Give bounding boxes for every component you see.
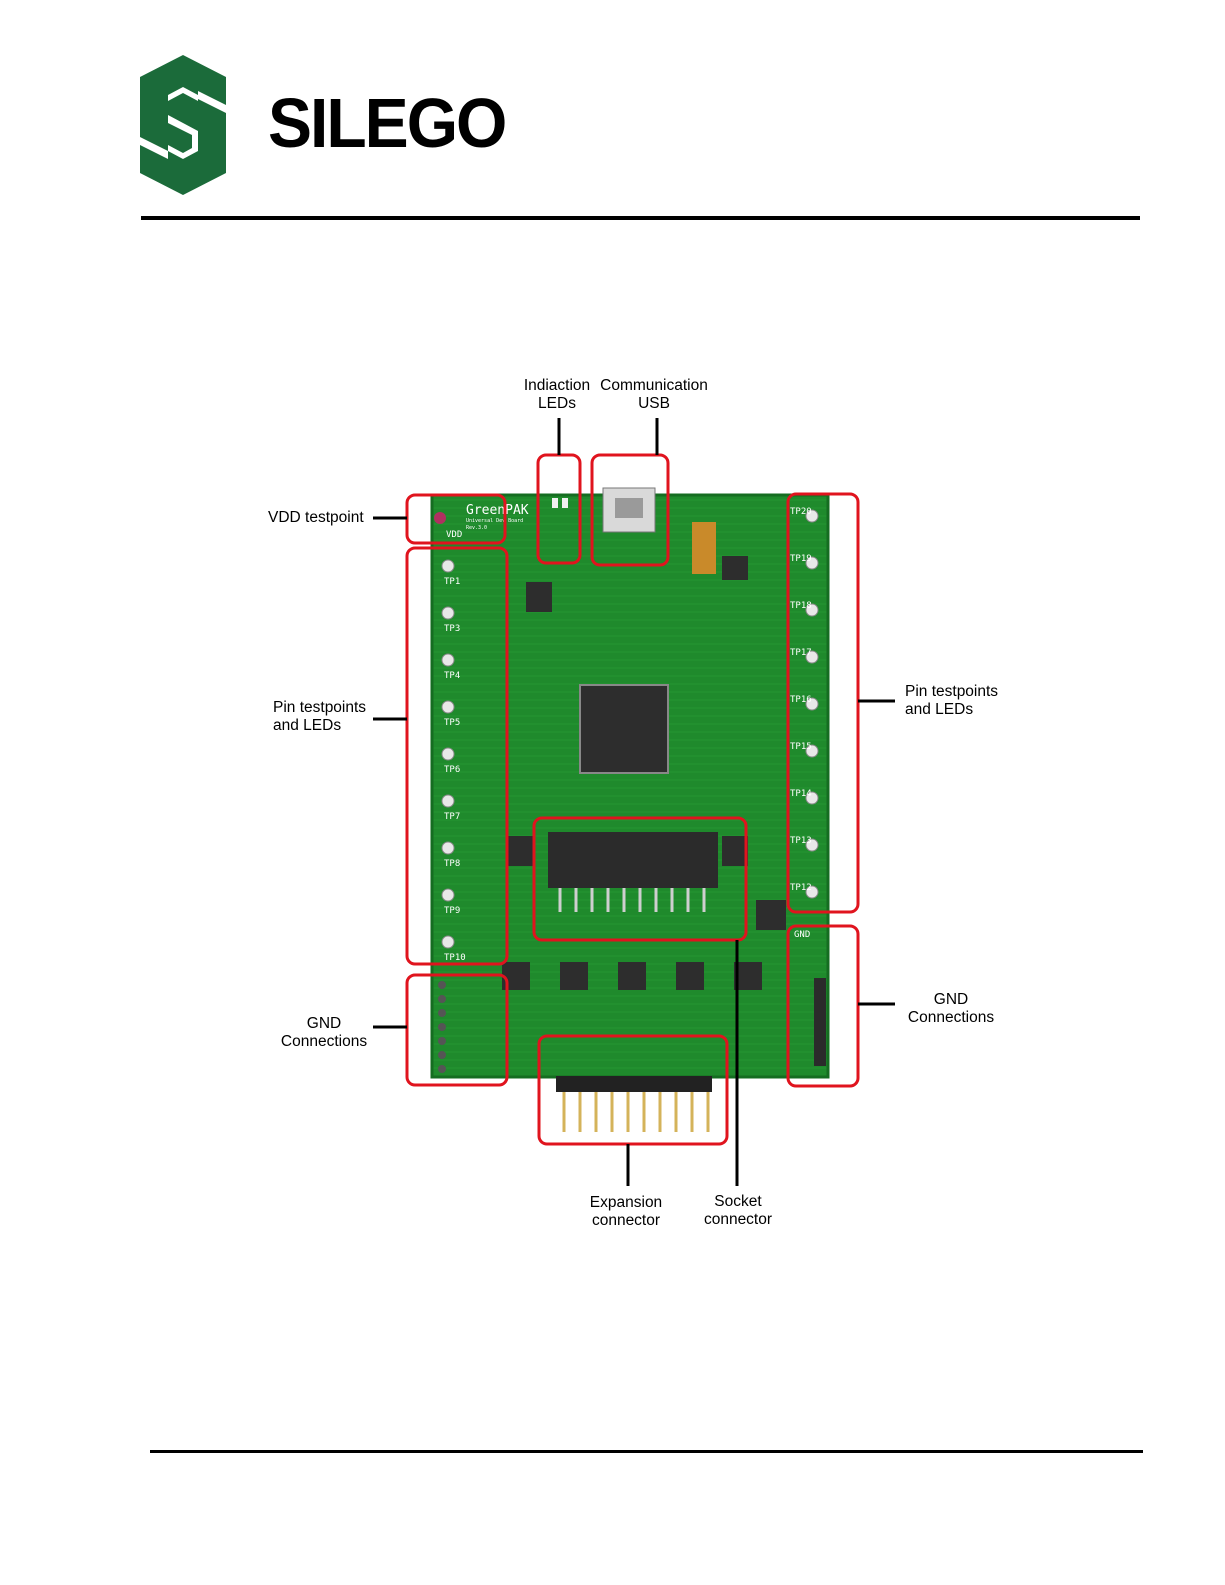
silkscreen-testpoint-label: TP17: [790, 648, 812, 658]
expansion-header: [556, 1076, 712, 1092]
silkscreen-testpoint-label: TP12: [790, 883, 812, 893]
silkscreen-testpoint-label: TP14: [790, 789, 812, 799]
vdd-pad: [434, 512, 446, 524]
silkscreen-testpoint-label: TP7: [444, 812, 460, 822]
silkscreen-testpoint-label: TP8: [444, 859, 460, 869]
silkscreen-gnd: GND: [794, 930, 810, 940]
silkscreen-testpoint-label: TP1: [444, 577, 460, 587]
silkscreen-testpoint-label: TP4: [444, 671, 460, 681]
silkscreen-title: GreenPAK: [466, 503, 529, 518]
silkscreen-testpoint-label: TP13: [790, 836, 812, 846]
silkscreen-testpoint-label: TP9: [444, 906, 460, 916]
silkscreen-testpoint-label: TP20: [790, 507, 812, 517]
silkscreen-rev: Rev.3.0: [466, 525, 487, 531]
footer-rule: [150, 1450, 1143, 1453]
silkscreen-testpoint-label: TP5: [444, 718, 460, 728]
silkscreen-subtitle: Universal Dev Board: [466, 518, 523, 524]
silkscreen-testpoint-label: TP16: [790, 695, 812, 705]
silkscreen-testpoint-label: TP19: [790, 554, 812, 564]
silkscreen-testpoint-label: TP15: [790, 742, 812, 752]
silkscreen-vdd: VDD: [446, 530, 462, 540]
socket-header: [548, 832, 718, 888]
mcu-chip: [580, 685, 668, 773]
silkscreen-testpoint-label: TP6: [444, 765, 460, 775]
label-vdd-testpoint: VDD testpoint: [268, 509, 364, 527]
silkscreen-testpoint-label: TP10: [444, 953, 466, 963]
silkscreen-testpoint-label: TP3: [444, 624, 460, 634]
silkscreen-testpoint-label: TP18: [790, 601, 812, 611]
